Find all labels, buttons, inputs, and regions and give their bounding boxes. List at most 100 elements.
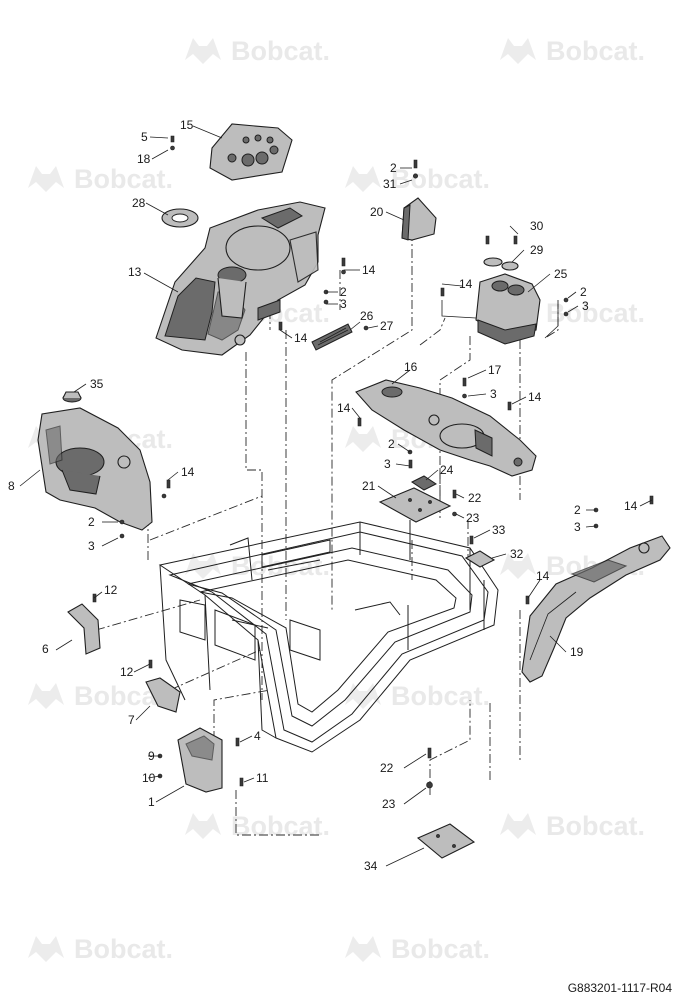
bobcat-logo-icon (28, 936, 64, 962)
callout-label: 14 (337, 401, 351, 415)
watermark-text: Bobcat. (391, 934, 490, 964)
callout-label: 33 (492, 523, 506, 537)
callout-label: 3 (582, 299, 589, 313)
part-19-fender (521, 535, 671, 683)
chassis-frame (158, 520, 499, 753)
watermark-text: Bobcat. (391, 681, 490, 711)
part-32-plate (464, 550, 496, 568)
watermark: Bobcat. (345, 934, 490, 964)
part-15-control-panel (209, 123, 293, 181)
watermark: Bobcat. (185, 36, 330, 66)
part-20-cover (401, 197, 437, 241)
callout-label: 28 (132, 196, 146, 210)
leader-lines (19, 125, 653, 867)
callout-label: 23 (382, 797, 396, 811)
bobcat-logo-icon (345, 166, 381, 192)
callout-label: 29 (530, 243, 544, 257)
watermark-text: Bobcat. (391, 164, 490, 194)
watermark: Bobcat. (500, 36, 645, 66)
watermark: Bobcat. (28, 934, 173, 964)
callout-label: 14 (536, 569, 550, 583)
callout-label: 2 (390, 161, 397, 175)
part-28-ring (161, 208, 199, 228)
part-8-tank (37, 407, 153, 531)
callout-label: 12 (120, 665, 134, 679)
callout-label: 31 (383, 177, 397, 191)
watermark-text: Bobcat. (231, 36, 330, 66)
callout-label: 22 (380, 761, 394, 775)
callout-label: 2 (340, 285, 347, 299)
drawing-reference: G883201-1117-R04 (568, 981, 673, 995)
bobcat-logo-icon (345, 936, 381, 962)
watermark-text: Bobcat. (546, 36, 645, 66)
callout-label: 3 (574, 520, 581, 534)
watermark-text: Bobcat. (546, 811, 645, 841)
watermark-text: Bobcat. (74, 934, 173, 964)
bobcat-logo-icon (28, 683, 64, 709)
callout-label: 12 (104, 583, 118, 597)
callout-labels: 15 5 18 28 13 14 2 3 26 27 14 2 31 20 30… (8, 118, 638, 873)
part-26-grille (311, 323, 353, 351)
callout-label: 21 (362, 479, 376, 493)
callout-label: 14 (624, 499, 638, 513)
part-13-console (155, 201, 326, 356)
callout-label: 9 (148, 749, 155, 763)
callout-label: 2 (580, 285, 587, 299)
callout-label: 26 (360, 309, 374, 323)
bobcat-logo-icon (500, 553, 536, 579)
watermark: Bobcat. (185, 551, 330, 581)
callout-label: 24 (440, 463, 454, 477)
callout-label: 14 (362, 263, 376, 277)
bobcat-logo-icon (185, 553, 221, 579)
watermark-text: Bobcat. (74, 164, 173, 194)
watermark: Bobcat. (500, 811, 645, 841)
callout-label: 3 (340, 297, 347, 311)
callout-label: 20 (370, 205, 384, 219)
bobcat-logo-icon (185, 38, 221, 64)
part-25-pod (475, 257, 541, 345)
callout-label: 5 (141, 130, 148, 144)
callout-label: 34 (364, 859, 378, 873)
callout-label: 3 (88, 539, 95, 553)
callout-label: 27 (380, 319, 394, 333)
callout-label: 10 (142, 771, 156, 785)
part-1-panel (177, 727, 223, 793)
callout-label: 3 (490, 387, 497, 401)
part-6-bracket (67, 603, 101, 655)
assembly-lines (95, 232, 559, 836)
callout-label: 14 (294, 331, 308, 345)
part-35-cap (62, 391, 82, 403)
callout-label: 11 (256, 771, 269, 785)
callout-label: 4 (254, 729, 261, 743)
part-21-plate (378, 487, 452, 523)
callout-label: 22 (468, 491, 482, 505)
callout-label: 25 (554, 267, 568, 281)
callout-label: 3 (384, 457, 391, 471)
callout-label: 30 (530, 219, 544, 233)
fasteners (92, 135, 654, 789)
callout-label: 23 (466, 511, 480, 525)
callout-label: 35 (90, 377, 104, 391)
callout-label: 2 (574, 503, 581, 517)
bobcat-logo-icon (345, 426, 381, 452)
callout-label: 2 (88, 515, 95, 529)
callout-label: 7 (128, 713, 135, 727)
watermark: Bobcat. (345, 164, 490, 194)
callout-label: 17 (488, 363, 502, 377)
callout-label: 14 (181, 465, 195, 479)
callout-label: 14 (459, 277, 473, 291)
bobcat-logo-icon (500, 38, 536, 64)
part-24-plate (411, 475, 437, 491)
bobcat-logo-icon (28, 166, 64, 192)
callout-label: 8 (8, 479, 15, 493)
bobcat-logo-icon (500, 813, 536, 839)
callout-label: 2 (388, 437, 395, 451)
callout-label: 13 (128, 265, 142, 279)
part-7-bracket (145, 677, 181, 713)
part-34-plate (416, 823, 476, 859)
callout-label: 1 (148, 795, 155, 809)
watermark-text: Bobcat. (546, 298, 645, 328)
watermark-text: Bobcat. (231, 811, 330, 841)
